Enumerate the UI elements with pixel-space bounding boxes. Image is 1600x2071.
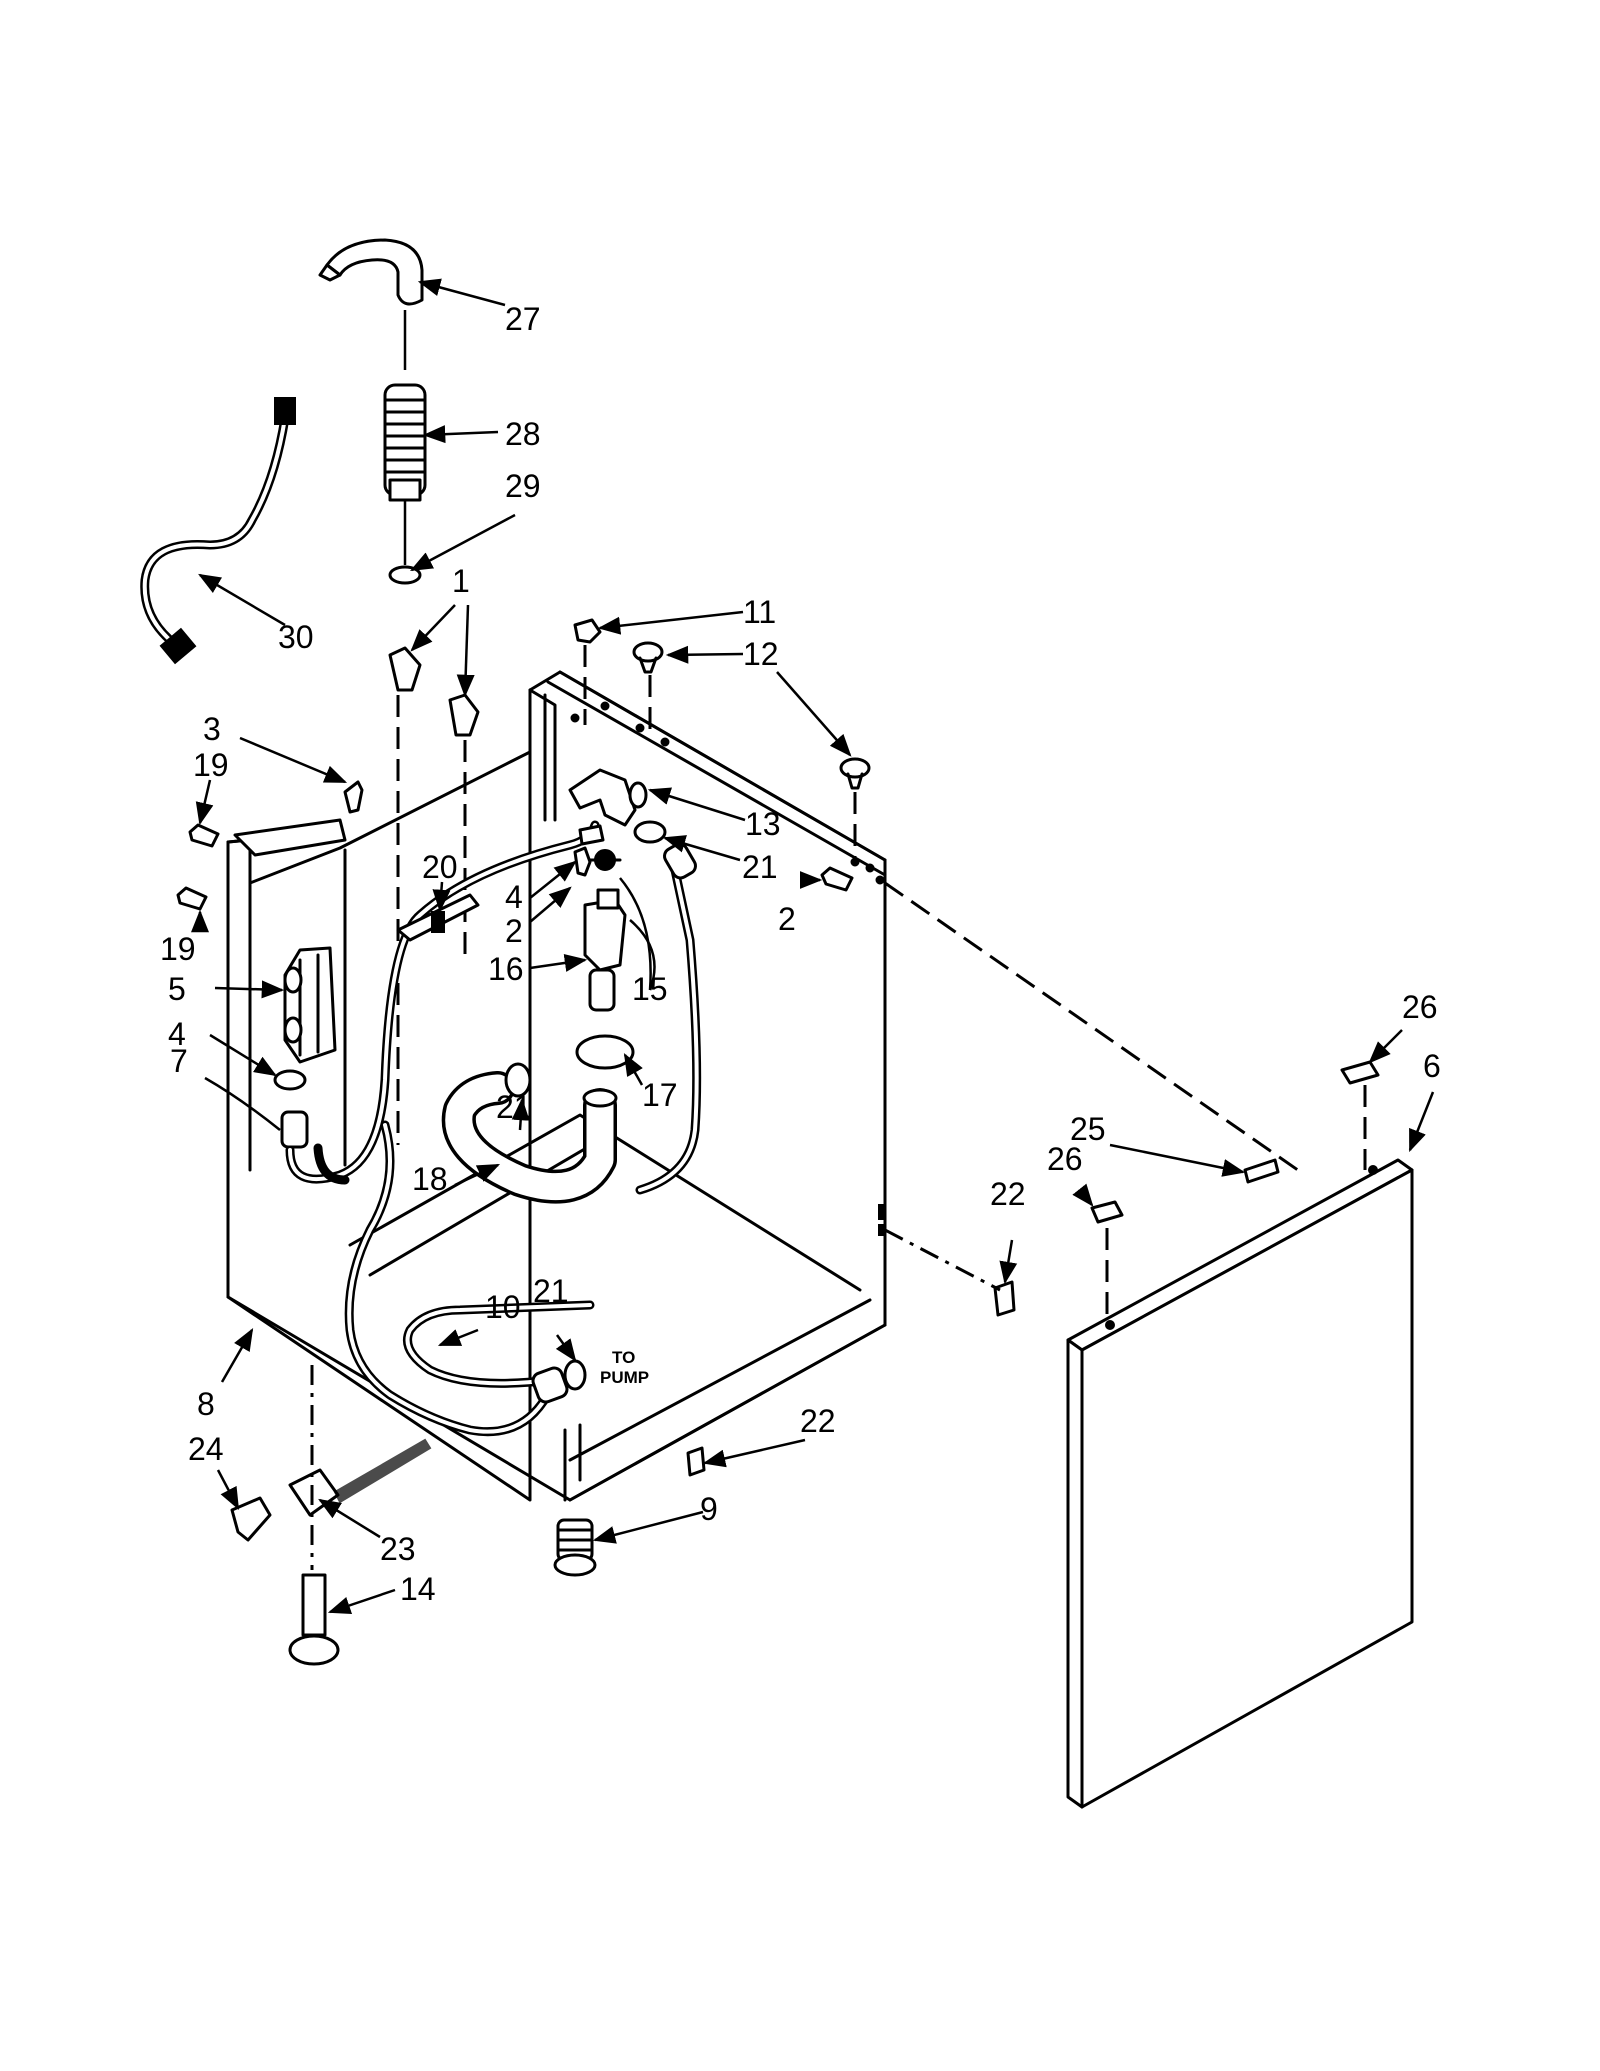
callout-5: 5 [168, 971, 186, 1007]
plug-12b [839, 757, 871, 790]
clip-24 [230, 1496, 272, 1542]
callout-12: 12 [743, 636, 779, 672]
clip-26b [1090, 1200, 1124, 1224]
callout-22-bottom: 22 [800, 1403, 836, 1439]
callout-26-top: 26 [1402, 989, 1438, 1025]
callout-27: 27 [505, 301, 541, 337]
elbow-13 [568, 768, 648, 827]
callout-21-top: 21 [742, 849, 778, 885]
screw-19b [176, 886, 208, 911]
clamp-17 [575, 1034, 635, 1070]
rear-leg-14 [288, 1573, 340, 1666]
clip-22a [993, 1280, 1016, 1317]
clamp-21a [633, 820, 667, 844]
screw-3 [343, 780, 364, 814]
clip-25 [1243, 1158, 1280, 1184]
clip-26a [1340, 1060, 1380, 1085]
screw-2-left [573, 846, 592, 877]
to-pump-note: TO PUMP [600, 1348, 649, 1387]
hose-10 [344, 1120, 595, 1437]
callout-labels: 27 28 29 30 1 11 12 3 19 19 20 13 21 4 2… [160, 301, 1441, 1607]
callout-14: 14 [400, 1571, 436, 1607]
callout-20: 20 [422, 849, 458, 885]
callout-16: 16 [488, 951, 524, 987]
callout-1: 1 [452, 563, 470, 599]
screw-2-right [820, 866, 854, 892]
clamp-21b [504, 1062, 532, 1098]
callout-23: 23 [380, 1531, 416, 1567]
note-line-2: PUMP [600, 1368, 649, 1387]
water-valve-5 [283, 946, 337, 1064]
drain-hose-18 [441, 1071, 618, 1204]
clamp-4b [273, 1069, 307, 1091]
valve-15 [588, 849, 622, 871]
leveling-foot-9 [553, 1518, 597, 1577]
drain-hose-extension [383, 383, 427, 502]
callout-22-right: 22 [990, 1176, 1026, 1212]
callout-17: 17 [642, 1077, 678, 1113]
callout-24: 24 [188, 1431, 224, 1467]
hose-clip-1a [388, 646, 422, 692]
callout-4-left: 4 [168, 1016, 186, 1052]
callout-21-bottom: 21 [533, 1273, 569, 1309]
callout-2-left: 2 [505, 913, 523, 949]
leveling-bracket-23 [288, 1438, 432, 1517]
callout-3: 3 [203, 711, 221, 747]
callout-30: 30 [278, 619, 314, 655]
callout-6: 6 [1423, 1048, 1441, 1084]
clip-22b [686, 1446, 706, 1477]
callout-28: 28 [505, 416, 541, 452]
plug-12a [632, 641, 664, 674]
callout-9: 9 [700, 1491, 718, 1527]
note-line-1: TO [612, 1348, 635, 1367]
nozzle-7 [280, 1110, 309, 1149]
callout-10: 10 [485, 1289, 521, 1325]
callout-13: 13 [745, 806, 781, 842]
inlet-tubes [285, 820, 702, 1195]
inlet-hose [140, 397, 296, 665]
callout-7: 7 [170, 1043, 188, 1079]
callout-26-bottom: 26 [1047, 1141, 1083, 1177]
callout-21-mid: 21 [496, 1089, 532, 1125]
front-panel [1066, 1158, 1414, 1809]
hose-clip-1b [448, 693, 480, 737]
callout-29: 29 [505, 468, 541, 504]
callout-4-top: 4 [505, 879, 523, 915]
callout-leaders [191, 278, 1435, 1615]
clamp-4a [578, 824, 605, 846]
callout-15: 15 [632, 971, 668, 1007]
screw-19a [188, 823, 220, 848]
connector-tube [588, 968, 616, 1012]
callout-18: 18 [412, 1161, 448, 1197]
callout-19-bottom: 19 [160, 931, 196, 967]
callout-25: 25 [1070, 1111, 1106, 1147]
coupling-to-pump [531, 1359, 587, 1404]
drain-hose-guide [318, 238, 424, 306]
callout-19-top: 19 [193, 747, 229, 783]
callout-2-right: 2 [778, 901, 796, 937]
callout-8: 8 [197, 1386, 215, 1422]
tee-16 [583, 888, 627, 972]
clip-11 [573, 618, 602, 644]
callout-11: 11 [743, 594, 776, 630]
